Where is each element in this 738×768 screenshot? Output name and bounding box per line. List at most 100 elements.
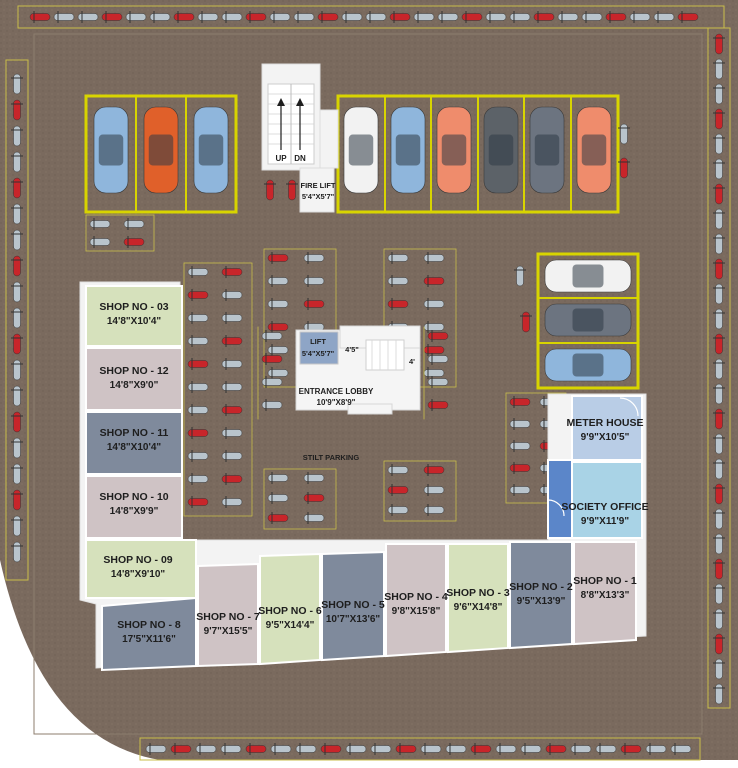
stair-up-label: UP (275, 154, 287, 163)
bike-icon (293, 11, 315, 23)
shop-11-name: SHOP NO - 11 (100, 427, 169, 439)
shop-03-room (85, 285, 183, 347)
bike-icon (713, 133, 725, 155)
shop-5-dimensions: 10'7"X13'6" (326, 614, 381, 625)
entrance-lobby-label: ENTRANCE LOBBY (299, 387, 374, 396)
bike-icon (101, 11, 123, 23)
bike-icon (221, 335, 243, 347)
bike-icon (123, 236, 145, 248)
bike-icon (77, 11, 99, 23)
bike-icon (387, 464, 409, 476)
bike-icon (509, 418, 531, 430)
bike-icon (713, 433, 725, 455)
bike-icon (261, 399, 283, 411)
bike-icon (713, 458, 725, 480)
car-icon (143, 106, 179, 194)
bike-icon (713, 83, 725, 105)
bike-icon (713, 333, 725, 355)
lift-label: LIFT (310, 337, 326, 346)
bike-icon (303, 492, 325, 504)
bike-icon (509, 11, 531, 23)
bike-icon (11, 541, 23, 563)
bike-icon (11, 411, 23, 433)
shop-11-room (85, 411, 183, 475)
car-icon (343, 106, 379, 194)
shop-10-room (85, 475, 183, 539)
stilt-parking-label: STILT PARKING (303, 453, 360, 462)
shop-1-room (573, 541, 637, 646)
shop-4-room (385, 543, 447, 658)
society-office-name: SOCIETY OFFICE (561, 501, 648, 513)
shop-3-room (447, 543, 509, 654)
bike-icon (365, 11, 387, 23)
bike-icon (713, 608, 725, 630)
bike-icon (11, 307, 23, 329)
bike-icon (303, 298, 325, 310)
bike-icon (618, 157, 630, 179)
bike-icon (187, 358, 209, 370)
bike-icon (387, 504, 409, 516)
bike-icon (629, 11, 651, 23)
bike-icon (11, 385, 23, 407)
bike-icon (221, 289, 243, 301)
bike-icon (713, 108, 725, 130)
bike-icon (445, 743, 467, 755)
bike-icon (713, 383, 725, 405)
bike-icon (11, 489, 23, 511)
bike-icon (713, 558, 725, 580)
bike-icon (221, 427, 243, 439)
bike-icon (423, 321, 445, 333)
bike-icon (427, 330, 449, 342)
inner-site-boundary (33, 33, 703, 735)
bike-icon (713, 533, 725, 555)
shop-2-name: SHOP NO - 2 (509, 581, 573, 593)
staircase-block (261, 63, 339, 213)
shop-6-dimensions: 9'5"X14'4" (266, 620, 315, 631)
bike-icon (345, 743, 367, 755)
car-icon (544, 259, 632, 293)
bike-icon (11, 125, 23, 147)
bike-icon (595, 743, 617, 755)
bike-icon (713, 483, 725, 505)
bike-icon (267, 512, 289, 524)
car-icon (193, 106, 229, 194)
car-icon (544, 303, 632, 337)
bike-icon (149, 11, 171, 23)
society-office-room (571, 461, 643, 539)
bike-icon (11, 203, 23, 225)
bike-icon (461, 11, 483, 23)
bike-icon (187, 381, 209, 393)
bike-icon (221, 266, 243, 278)
shop-8-dimensions: 17'5"X11'6" (122, 634, 176, 645)
shop-09-room (85, 539, 197, 599)
shop-12-room (85, 347, 183, 411)
bike-icon (11, 99, 23, 121)
bike-icon (713, 233, 725, 255)
shop-7-name: SHOP NO - 7 (196, 611, 260, 623)
shop-12-dimensions: 14'8"X9'0" (110, 380, 159, 391)
bike-icon (387, 298, 409, 310)
bike-icon (387, 484, 409, 496)
bike-icon (713, 33, 725, 55)
bike-icon (295, 743, 317, 755)
car-bays-right (536, 252, 640, 390)
bike-icon (713, 258, 725, 280)
bike-icon (509, 462, 531, 474)
bike-icon (267, 321, 289, 333)
bike-icon (270, 743, 292, 755)
shop-3-name: SHOP NO - 3 (446, 587, 510, 599)
bike-icon (303, 512, 325, 524)
shop-1-dimensions: 8'8"X13'3" (581, 590, 630, 601)
bike-icon (11, 333, 23, 355)
bike-icon (187, 473, 209, 485)
car-icon (544, 348, 632, 382)
bike-icon (485, 11, 507, 23)
bike-icon (303, 275, 325, 287)
meter-house-room (571, 395, 643, 461)
bike-icon (303, 252, 325, 264)
car-icon (390, 106, 426, 194)
bike-icon (520, 311, 532, 333)
bike-icon (221, 11, 243, 23)
car-icon (576, 106, 612, 194)
